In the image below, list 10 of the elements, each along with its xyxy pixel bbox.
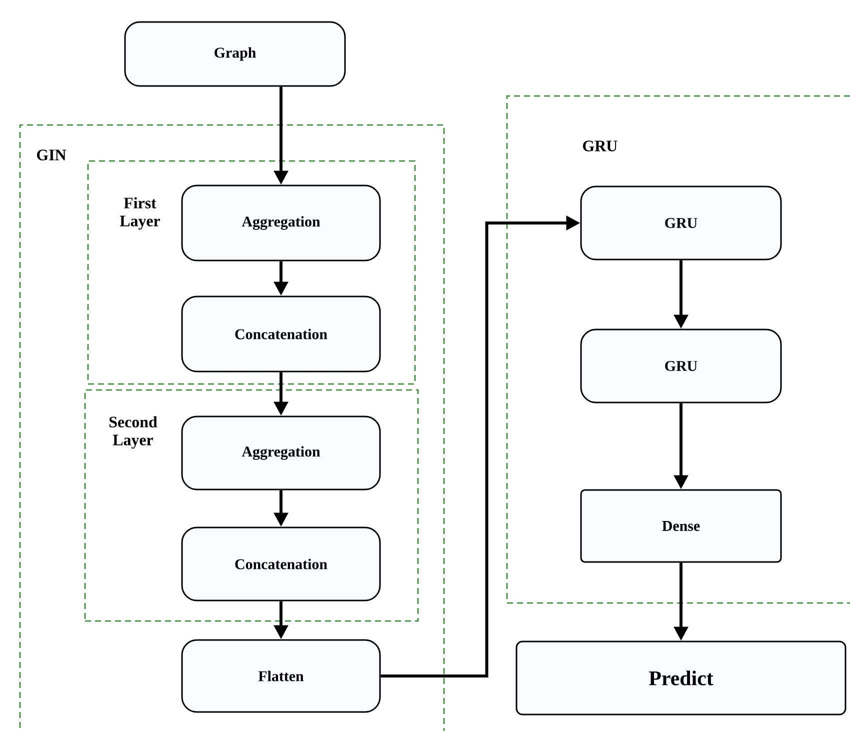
process-box: Concatenation: [181, 296, 381, 372]
process-box: Graph: [124, 21, 346, 87]
process-box: GRU: [580, 328, 782, 404]
process-box: Aggregation: [181, 184, 381, 262]
process-box: Concatenation: [181, 526, 381, 602]
process-box: Aggregation: [181, 416, 381, 490]
process-box: GRU: [580, 186, 782, 260]
process-box: Predict: [516, 640, 846, 716]
process-box: Dense: [580, 489, 782, 563]
process-box: Flatten: [181, 639, 381, 713]
